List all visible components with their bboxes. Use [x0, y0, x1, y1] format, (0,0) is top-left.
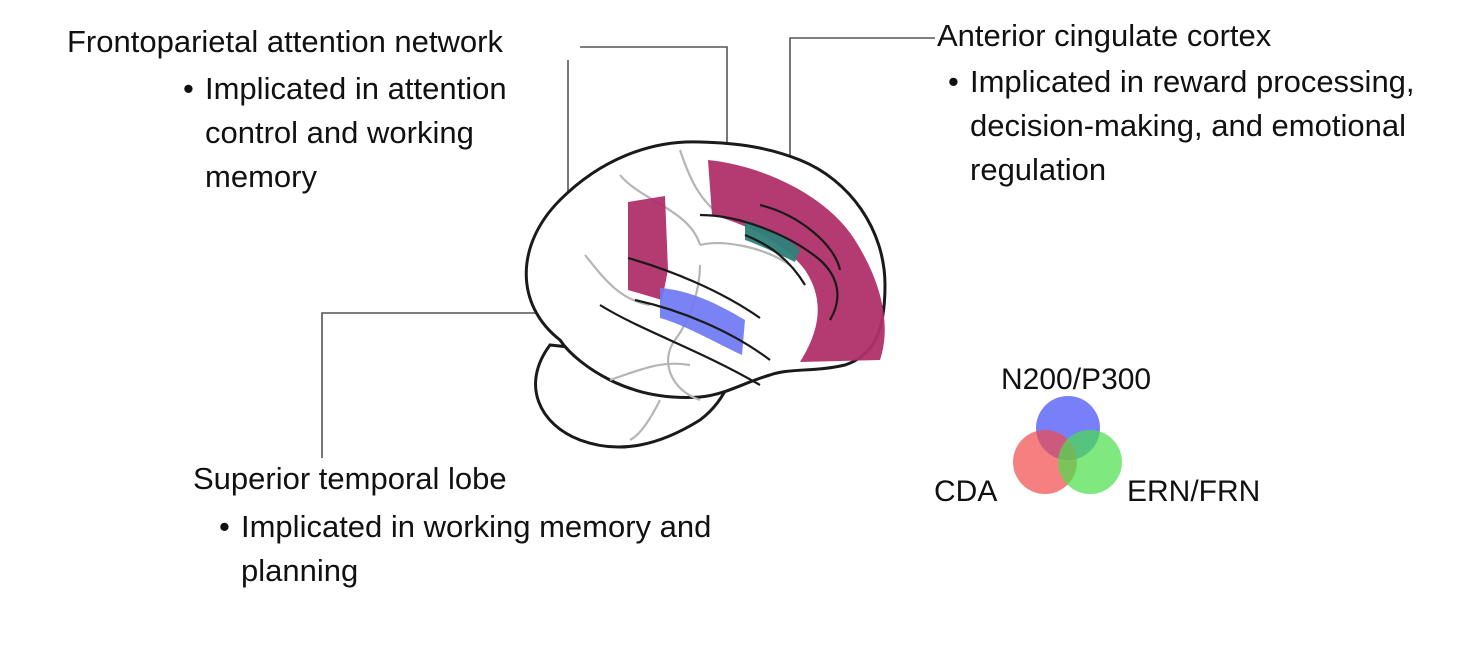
- frontoparietal-title: Frontoparietal attention network: [67, 24, 503, 59]
- cingulate-bullet: Implicated in reward processing, decisio…: [948, 60, 1448, 192]
- frontoparietal-bullets: Implicated in attention control and work…: [183, 67, 563, 199]
- venn-circle-cda: [1013, 430, 1077, 494]
- cingulate-bullets: Implicated in reward processing, decisio…: [948, 60, 1448, 192]
- cortical-lines: [599, 203, 842, 386]
- venn-label-cda: CDA: [934, 475, 998, 508]
- venn-label-ern-frn: ERN/FRN: [1127, 475, 1261, 508]
- venn-diagram: [1013, 396, 1122, 494]
- temporal-bullets: Implicated in working memory and plannin…: [219, 505, 739, 593]
- cingulate-region: [745, 220, 800, 262]
- frontoparietal-frontal-region: [708, 160, 885, 362]
- cingulate-title: Anterior cingulate cortex: [937, 18, 1272, 53]
- frontoparietal-leader-line: [580, 46, 728, 155]
- frontoparietal-bullet: Implicated in attention control and work…: [183, 67, 563, 199]
- temporal-title: Superior temporal lobe: [193, 461, 507, 496]
- venn-circle-ern-frn: [1058, 430, 1122, 494]
- temporal-bullet: Implicated in working memory and plannin…: [219, 505, 739, 593]
- venn-label-n200-p300: N200/P300: [1001, 363, 1152, 396]
- frontoparietal-left-region: [628, 196, 668, 300]
